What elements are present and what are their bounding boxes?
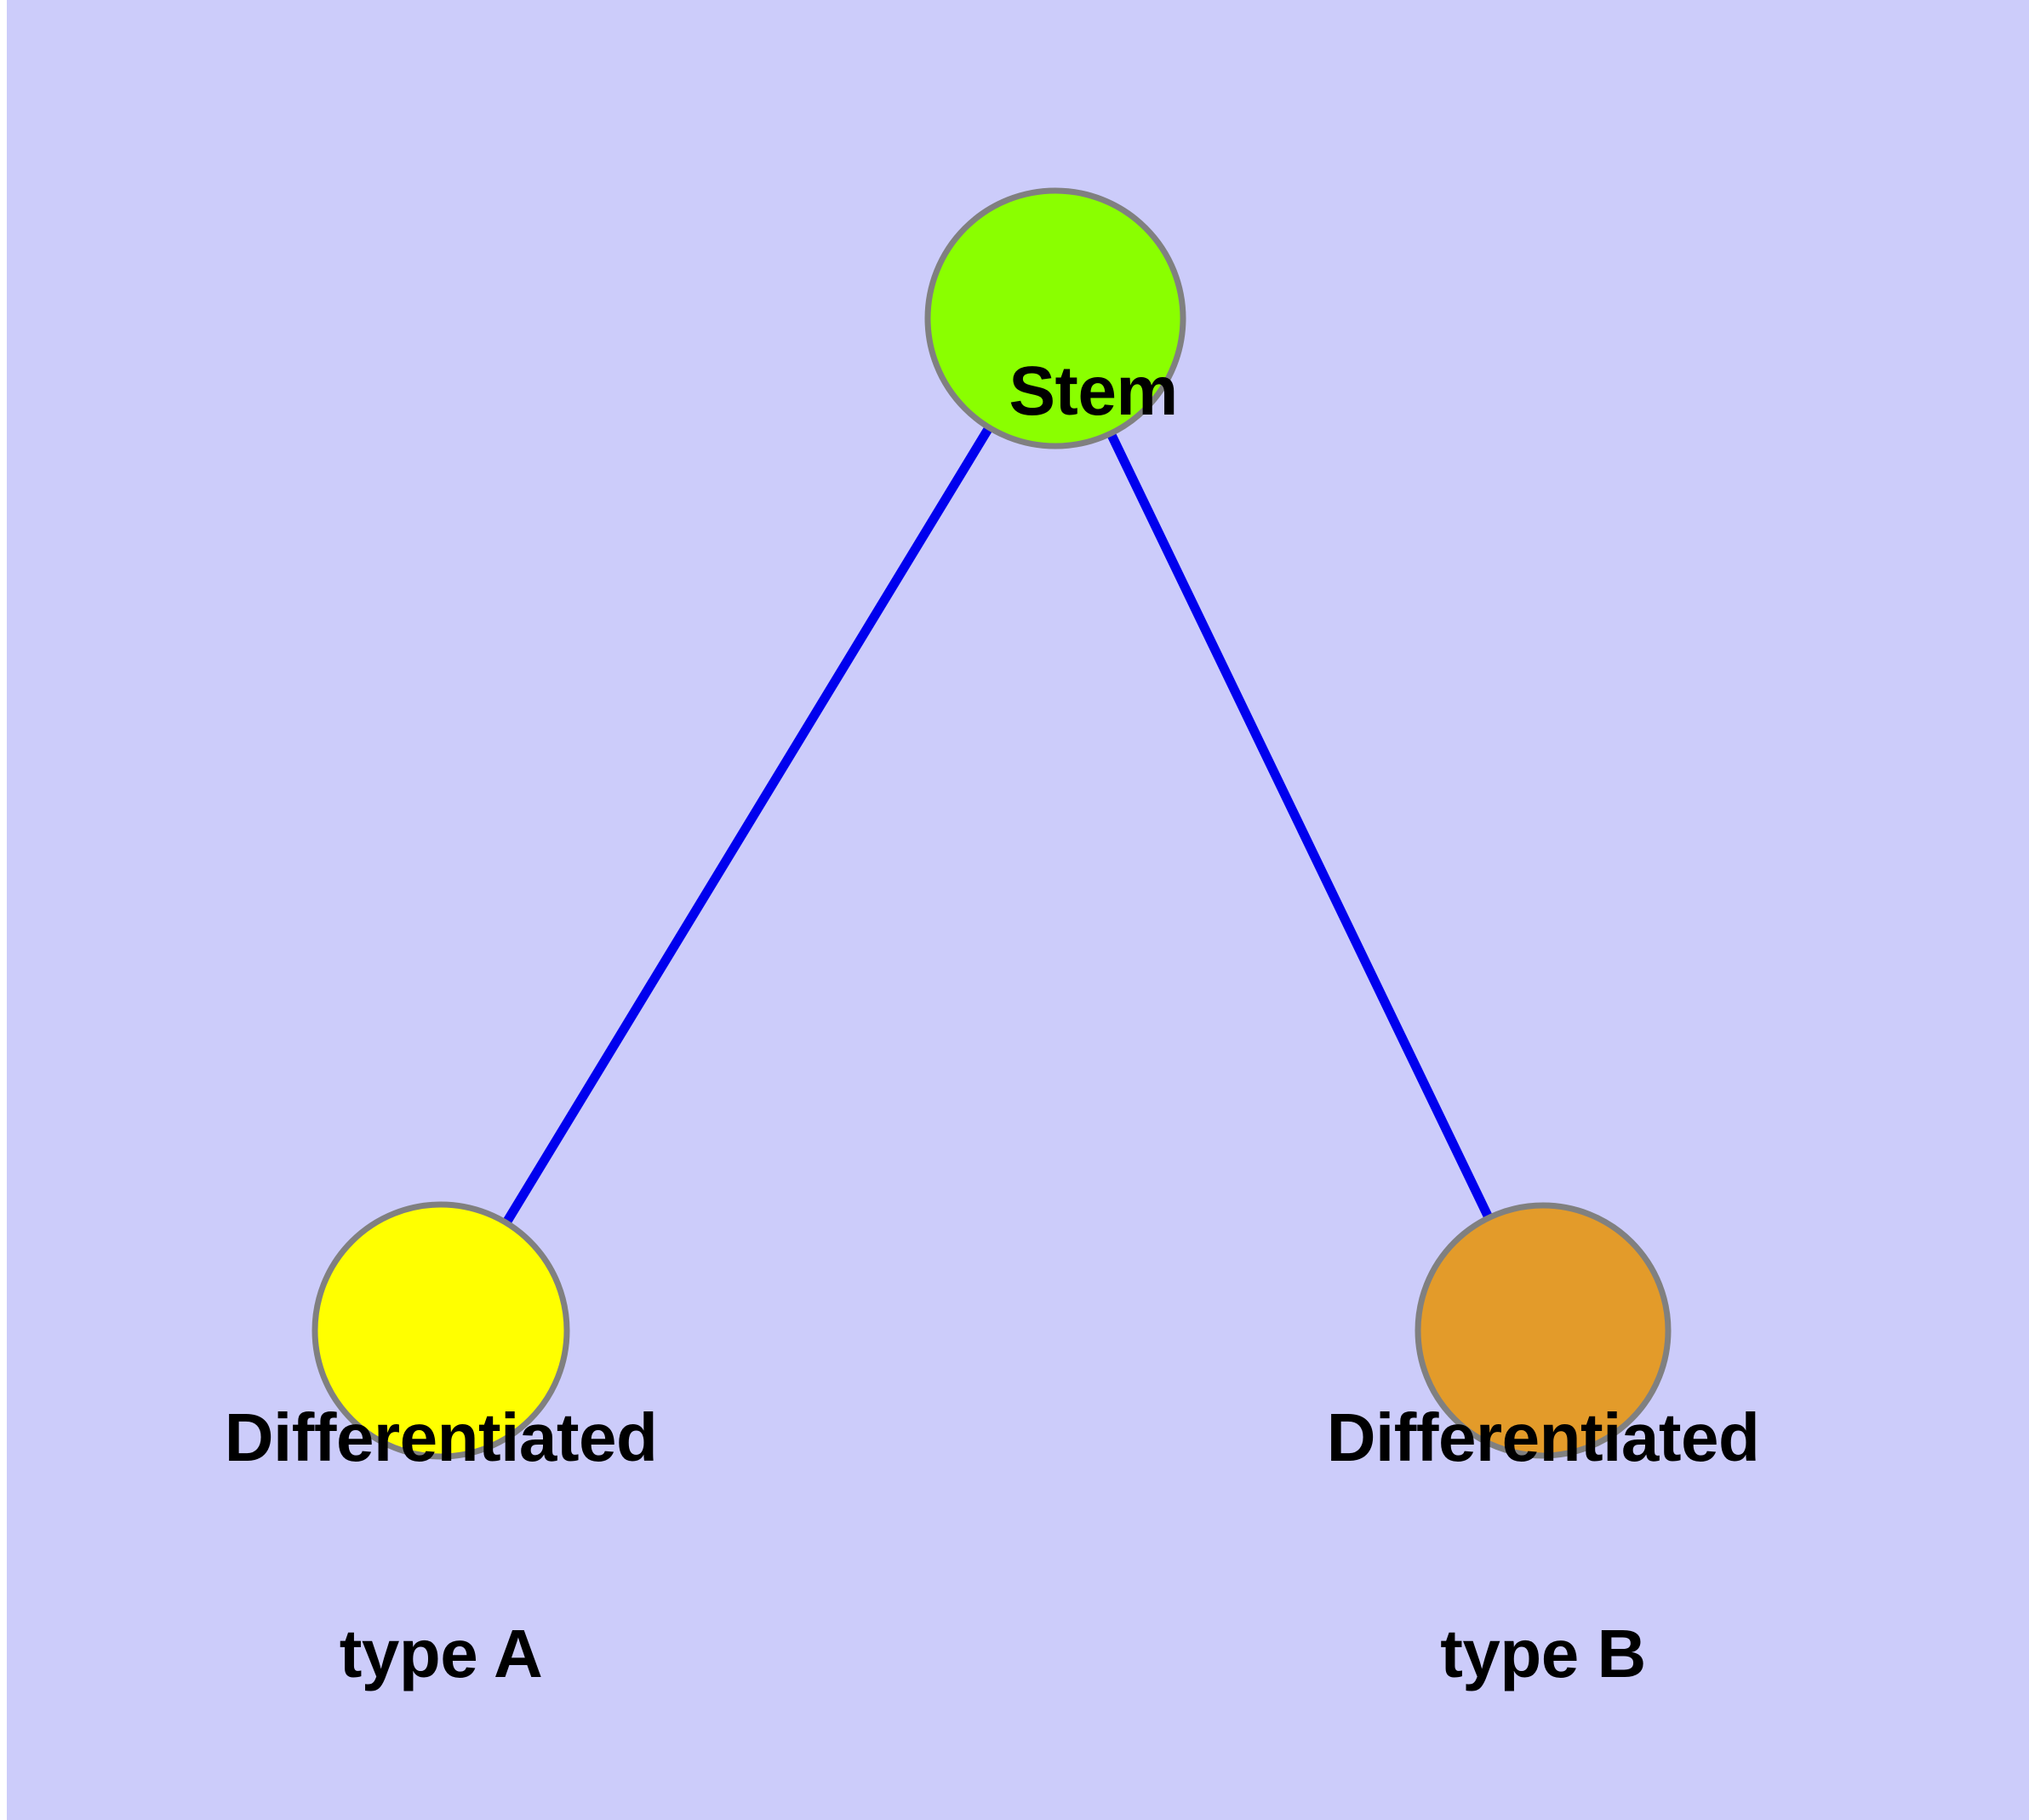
edge-stem-to-differentiated-b — [1104, 426, 1495, 1225]
edge-stem-to-differentiated-a — [500, 421, 996, 1230]
node-differentiated-type-a[interactable] — [311, 1201, 570, 1460]
node-layer — [311, 187, 1672, 1460]
node-differentiated-type-b[interactable] — [1415, 1202, 1672, 1459]
edge-layer — [500, 421, 1495, 1230]
node-stem[interactable] — [924, 187, 1186, 449]
